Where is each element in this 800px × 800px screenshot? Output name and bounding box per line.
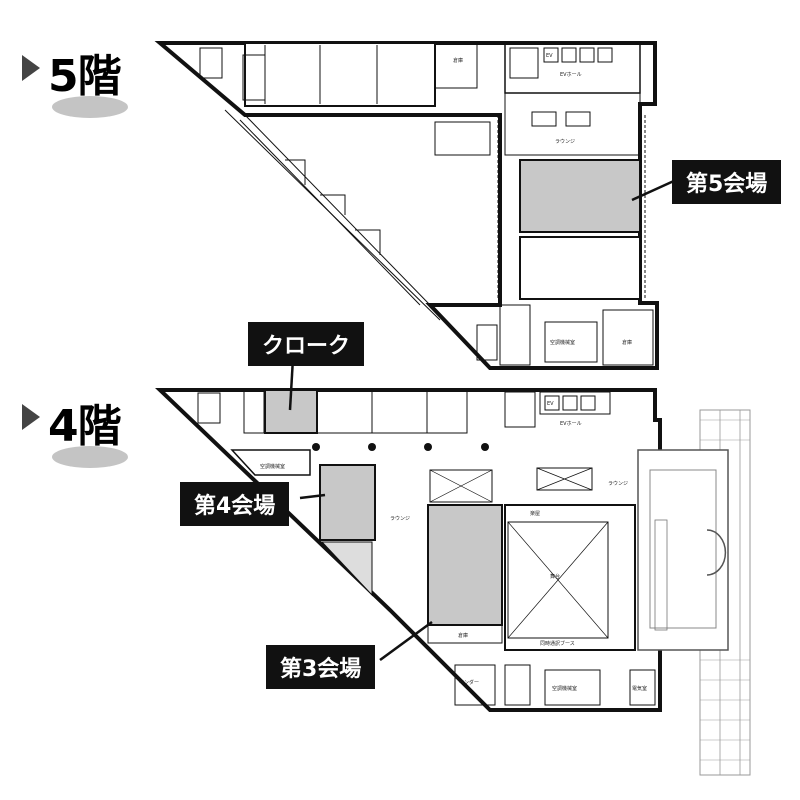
floor5-plan: 倉庫 EV EVホール ラウンジ 空調機械室 倉庫 xyxy=(154,41,659,370)
floor5-indicator xyxy=(52,96,128,118)
f4-backstage-text: 楽屋 xyxy=(530,510,540,517)
hall3-room[interactable] xyxy=(427,504,503,626)
floor5-arrow-icon xyxy=(22,55,40,81)
floor4-indicator xyxy=(52,446,128,468)
f4-control-text: 同時通訳ブース xyxy=(540,640,575,647)
f4-evhall-text: EVホール xyxy=(560,421,582,427)
floor4-plan: EV EVホール 空調機械室 ラウンジ 倉庫 ラウンジ 舞台 楽屋 同時通訳ブー… xyxy=(155,388,662,712)
f5-ev-text: EV xyxy=(546,53,553,59)
callout-hall3[interactable]: 第3会場 xyxy=(266,645,376,689)
f4-storage-text: 倉庫 xyxy=(458,632,468,639)
f4-av-room-text: 空調機械室 xyxy=(260,463,285,470)
callout-hall4[interactable]: 第4会場 xyxy=(180,482,290,526)
f5-evhall-text: EVホール xyxy=(560,72,582,78)
f5-lounge-text: ラウンジ xyxy=(555,138,575,145)
f5-av-room-text: 空調機械室 xyxy=(550,339,575,346)
hall5-annex xyxy=(519,236,641,300)
f4-lounge-text: ラウンジ xyxy=(390,515,410,522)
hall5-room[interactable] xyxy=(519,159,641,233)
floor4-arrow-icon xyxy=(22,404,40,430)
f5-storage-text: 倉庫 xyxy=(453,57,463,64)
f4-lounge2-text: ラウンジ xyxy=(608,480,628,487)
callout-pointers xyxy=(288,178,677,662)
f4-ev-text: EV xyxy=(547,401,554,407)
terrace-annex xyxy=(637,409,751,776)
f4-stage-text: 舞台 xyxy=(550,573,560,580)
callout-hall5[interactable]: 第5会場 xyxy=(672,160,782,204)
f4-vending-text: ベンダー xyxy=(459,679,479,686)
floor4-label: 4階 xyxy=(48,401,122,452)
f4-machine-text: 空調機械室 xyxy=(552,685,577,692)
callout-cloak[interactable]: クローク xyxy=(248,322,365,366)
floor5-label: 5階 xyxy=(48,51,122,102)
f4-power-text: 電気室 xyxy=(632,685,647,692)
hall4-room[interactable] xyxy=(319,464,376,541)
f5-storage2-text: 倉庫 xyxy=(622,339,632,346)
